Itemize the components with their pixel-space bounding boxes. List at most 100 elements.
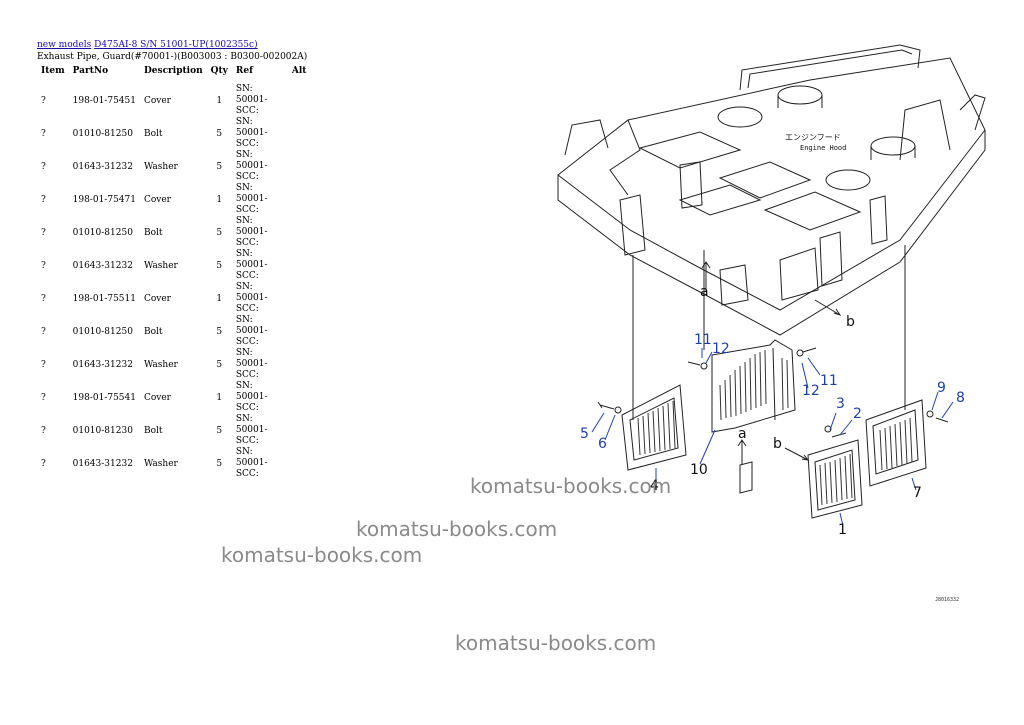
partno-cell: 01643-31232 — [72, 260, 133, 271]
table-row: ? 01010-81250 Bolt 5 SN: 50001-SCC: — [37, 315, 316, 348]
callout-2: 2 — [853, 406, 862, 422]
alt-cell — [288, 117, 316, 150]
alt-cell — [288, 414, 316, 447]
parts-diagram: 5 6 11 12 11 12 3 2 9 8 4 10 1 7 a b a b… — [557, 44, 986, 538]
alt-cell — [288, 249, 316, 282]
parts-table: Item PartNo Description Qty Ref Alt ? 198… — [37, 66, 316, 480]
alt-cell — [288, 84, 316, 117]
engine-hood-label: Engine Hood — [800, 144, 846, 152]
header-alt: Alt — [291, 66, 307, 76]
ref-cell: SN: 50001-SCC: — [235, 84, 268, 116]
qty-cell: 5 — [216, 227, 223, 238]
callout-b-top: b — [846, 314, 855, 330]
qty-cell: 1 — [216, 392, 223, 403]
watermark: komatsu-books.com — [470, 474, 672, 498]
partno-cell: 01010-81250 — [72, 227, 133, 238]
table-row: ? 01643-31232 Washer 5 SN: 50001-SCC: — [37, 249, 316, 282]
item-cell: ? — [41, 95, 46, 106]
alt-cell — [288, 282, 316, 315]
header-qty: Qty — [210, 66, 228, 76]
partno-cell: 198-01-75471 — [72, 194, 136, 205]
qty-cell: 5 — [216, 128, 223, 139]
callout-7: 7 — [913, 485, 922, 501]
description-cell: Bolt — [143, 128, 163, 139]
partno-cell: 01010-81250 — [72, 128, 133, 139]
table-row: ? 198-01-75451 Cover 1 SN: 50001-SCC: — [37, 84, 316, 117]
alt-cell — [288, 348, 316, 381]
qty-cell: 5 — [216, 260, 223, 271]
alt-cell — [288, 216, 316, 249]
callout-11-left: 11 — [694, 332, 712, 348]
engine-hood-label-jp: エンジンフード — [785, 133, 841, 142]
watermark: komatsu-books.com — [455, 631, 657, 655]
qty-cell: 5 — [216, 425, 223, 436]
callout-12-right: 12 — [802, 383, 820, 399]
callout-3: 3 — [836, 396, 845, 412]
qty-cell: 1 — [216, 95, 223, 106]
qty-cell: 5 — [216, 161, 223, 172]
item-cell: ? — [41, 161, 46, 172]
ref-cell: SN: 50001-SCC: — [235, 183, 268, 215]
item-cell: ? — [41, 326, 46, 337]
ref-cell: SN: 50001-SCC: — [235, 381, 268, 413]
item-cell: ? — [41, 260, 46, 271]
item-cell: ? — [41, 458, 46, 469]
partno-cell: 01010-81250 — [72, 326, 133, 337]
callout-11-right: 11 — [820, 373, 838, 389]
partno-cell: 198-01-75511 — [72, 293, 136, 304]
partno-cell: 01643-31232 — [72, 161, 133, 172]
watermark: komatsu-books.com — [221, 543, 423, 567]
qty-cell: 5 — [216, 458, 223, 469]
description-cell: Cover — [143, 293, 171, 304]
callout-5: 5 — [580, 426, 589, 442]
callout-1: 1 — [838, 522, 847, 538]
ref-cell: SN: 50001-SCC: — [235, 315, 268, 347]
item-cell: ? — [41, 359, 46, 370]
callout-a-bottom: a — [738, 426, 747, 442]
alt-cell — [288, 183, 316, 216]
ref-cell: SN: 50001-SCC: — [235, 249, 268, 281]
partno-cell: 01010-81230 — [72, 425, 133, 436]
description-cell: Cover — [143, 194, 171, 205]
description-cell: Bolt — [143, 425, 163, 436]
ref-cell: SN: 50001-SCC: — [235, 348, 268, 380]
callout-a-top: a — [700, 284, 709, 300]
partno-cell: 198-01-75541 — [72, 392, 136, 403]
description-cell: Bolt — [143, 326, 163, 337]
drawing-code: J8016332 — [935, 597, 960, 603]
table-header-row: Item PartNo Description Qty Ref Alt — [37, 66, 316, 84]
callout-8: 8 — [956, 390, 965, 406]
header-ref: Ref — [235, 66, 253, 76]
alt-cell — [288, 381, 316, 414]
callout-b-bottom: b — [773, 436, 782, 452]
description-cell: Washer — [143, 260, 178, 271]
partno-cell: 198-01-75451 — [72, 95, 136, 106]
callout-10: 10 — [690, 462, 708, 478]
item-cell: ? — [41, 392, 46, 403]
description-cell: Cover — [143, 95, 171, 106]
qty-cell: 1 — [216, 194, 223, 205]
ref-cell: SN: 50001-SCC: — [235, 414, 268, 446]
item-cell: ? — [41, 293, 46, 304]
qty-cell: 5 — [216, 326, 223, 337]
partno-cell: 01643-31232 — [72, 359, 133, 370]
description-cell: Bolt — [143, 227, 163, 238]
breadcrumb: new models D475AI-8 S/N 51001-UP(1002355… — [37, 40, 258, 50]
description-cell: Washer — [143, 458, 178, 469]
callout-6: 6 — [598, 436, 607, 452]
breadcrumb-link-new-models[interactable]: new models — [37, 40, 92, 50]
alt-cell — [288, 315, 316, 348]
item-cell: ? — [41, 227, 46, 238]
callout-9: 9 — [937, 380, 946, 396]
qty-cell: 1 — [216, 293, 223, 304]
breadcrumb-link-model[interactable]: D475AI-8 S/N 51001-UP(1002355c) — [94, 40, 258, 50]
callout-4: 4 — [650, 478, 659, 494]
